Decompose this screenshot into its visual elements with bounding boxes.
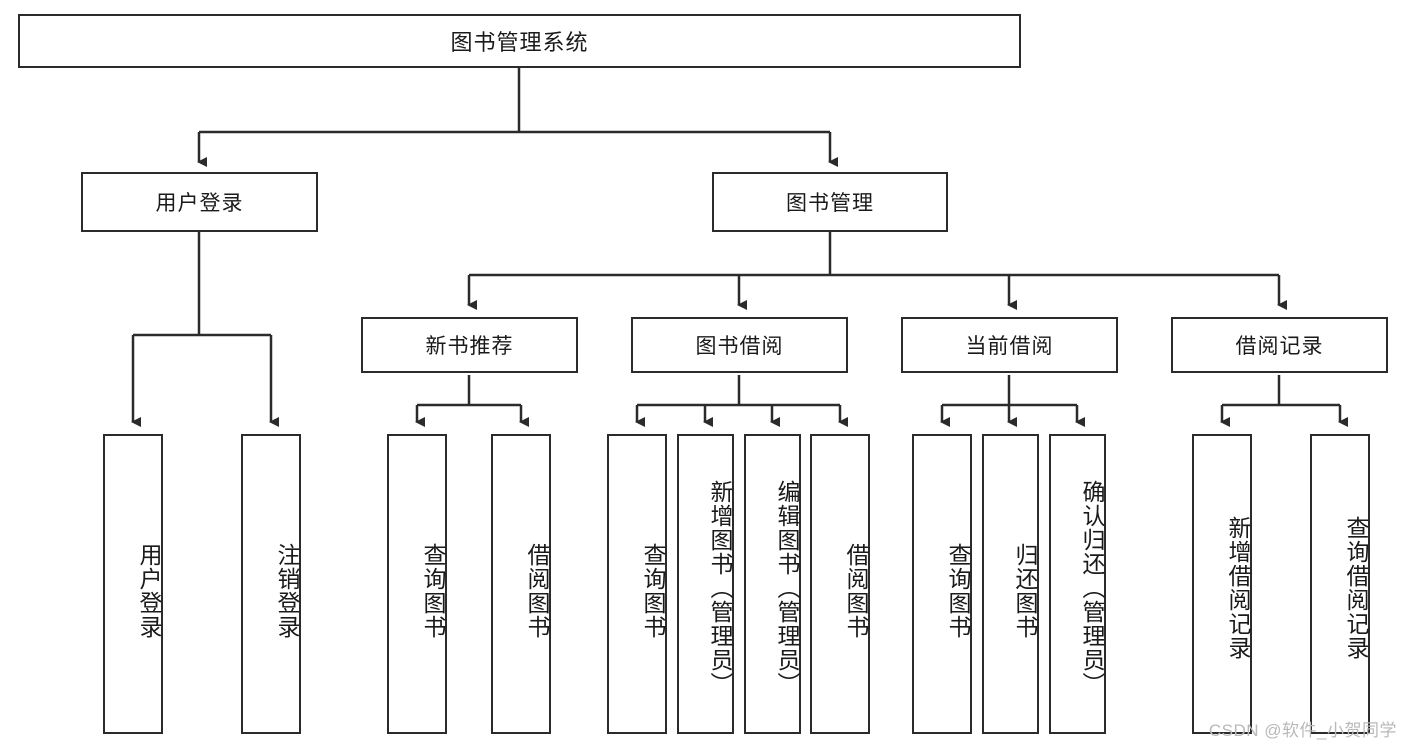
node-user-login-label: 用户登录 (155, 192, 244, 215)
node-root-label: 图书管理系统 (450, 30, 589, 55)
node-current-borrow-label: 当前借阅 (965, 335, 1054, 358)
node-current-borrow[interactable]: 当前借阅 (901, 317, 1118, 373)
leaf-label: 查询图书 (640, 543, 666, 639)
leaf-current-query-book[interactable]: 查询图书 (912, 434, 972, 734)
leaf-label: 新增借阅记录 (1225, 516, 1251, 660)
leaf-new-book-borrow[interactable]: 借阅图书 (491, 434, 551, 734)
leaf-record-query-record[interactable]: 查询借阅记录 (1310, 434, 1370, 734)
node-book-management-label: 图书管理 (786, 192, 874, 215)
leaf-label: 查询借阅记录 (1343, 516, 1369, 660)
leaf-label: 新增图书（管理员） (707, 480, 733, 696)
leaf-label: 归还图书 (1012, 543, 1038, 639)
leaf-current-return-book[interactable]: 归还图书 (982, 434, 1039, 734)
leaf-new-book-query[interactable]: 查询图书 (387, 434, 447, 734)
leaf-borrow-borrow-book[interactable]: 借阅图书 (810, 434, 870, 734)
leaf-user-login-signin[interactable]: 用户登录 (103, 434, 163, 734)
node-book-management[interactable]: 图书管理 (712, 172, 948, 232)
node-book-borrow-label: 图书借阅 (695, 335, 784, 358)
node-user-login[interactable]: 用户登录 (81, 172, 318, 232)
leaf-label: 确认归还（管理员） (1079, 480, 1105, 696)
node-new-book-recommend[interactable]: 新书推荐 (361, 317, 578, 373)
leaf-label: 查询图书 (420, 543, 446, 639)
leaf-record-add-record[interactable]: 新增借阅记录 (1192, 434, 1252, 734)
leaf-label: 编辑图书（管理员） (774, 480, 800, 696)
leaf-label: 查询图书 (945, 543, 971, 639)
leaf-label: 借阅图书 (843, 543, 869, 639)
node-borrow-record[interactable]: 借阅记录 (1171, 317, 1388, 373)
leaf-label: 借阅图书 (524, 543, 550, 639)
leaf-borrow-add-book-admin[interactable]: 新增图书（管理员） (677, 434, 734, 734)
leaf-borrow-query-book[interactable]: 查询图书 (607, 434, 667, 734)
node-root[interactable]: 图书管理系统 (18, 14, 1021, 68)
node-new-book-recommend-label: 新书推荐 (425, 335, 514, 358)
node-book-borrow[interactable]: 图书借阅 (631, 317, 848, 373)
node-borrow-record-label: 借阅记录 (1235, 335, 1324, 358)
leaf-current-confirm-return-admin[interactable]: 确认归还（管理员） (1049, 434, 1106, 734)
leaf-label: 用户登录 (136, 543, 162, 639)
leaf-borrow-edit-book-admin[interactable]: 编辑图书（管理员） (744, 434, 801, 734)
leaf-user-login-signout[interactable]: 注销登录 (241, 434, 301, 734)
leaf-label: 注销登录 (274, 543, 300, 639)
